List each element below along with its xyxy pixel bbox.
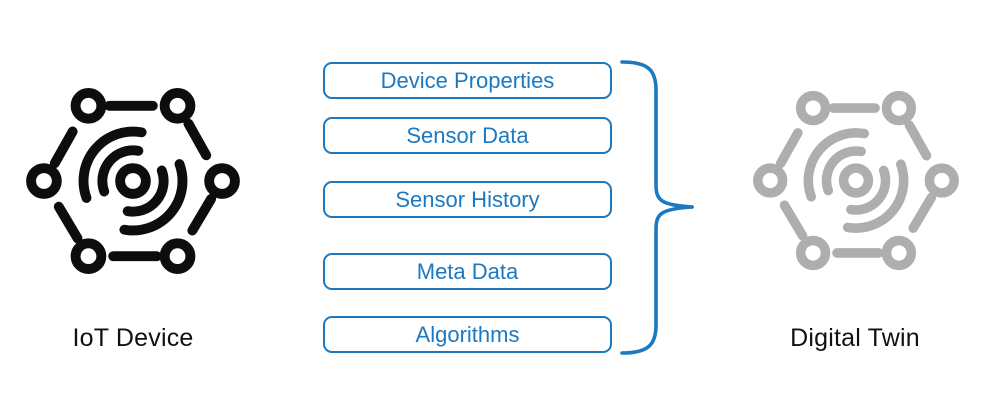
mapping-box-algorithms: Algorithms xyxy=(323,316,612,353)
mapping-box-meta-data: Meta Data xyxy=(323,253,612,290)
digital-twin-label: Digital Twin xyxy=(790,324,920,352)
mapping-box-device-properties: Device Properties xyxy=(323,62,612,99)
iot-device-label: IoT Device xyxy=(72,324,194,352)
digital-twin-icon xyxy=(751,89,961,272)
iot-device-icon xyxy=(24,86,242,276)
mapping-box-sensor-data: Sensor Data xyxy=(323,117,612,154)
mapping-box-sensor-history: Sensor History xyxy=(323,181,612,218)
curly-brace-icon xyxy=(620,60,694,355)
